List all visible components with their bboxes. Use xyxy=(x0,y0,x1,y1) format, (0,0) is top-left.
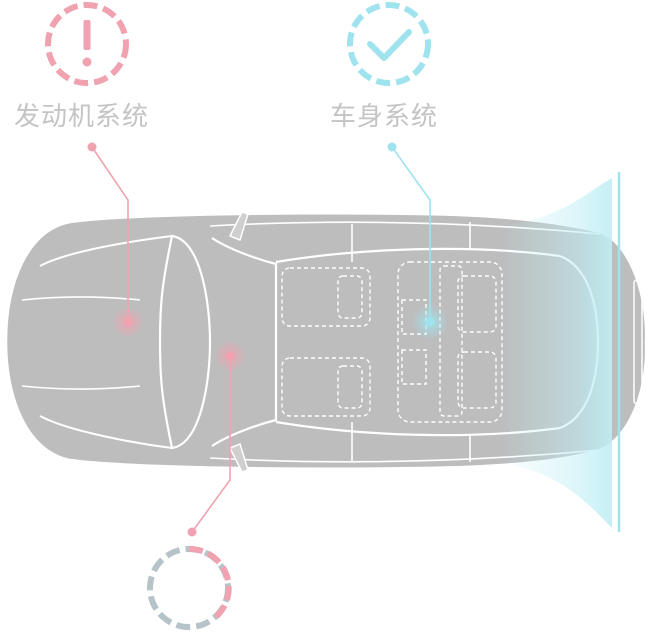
hood-line xyxy=(39,235,173,267)
scan-beam xyxy=(500,172,621,532)
body-hotspot[interactable] xyxy=(425,317,435,327)
checkmark-icon xyxy=(367,29,412,61)
body-leader-line xyxy=(391,146,431,322)
exclamation-icon xyxy=(83,20,91,50)
scan-glow xyxy=(500,178,612,528)
body-system-label: 车身系统 xyxy=(330,102,439,132)
third-status-indicator[interactable] xyxy=(147,545,232,630)
engine-status-indicator[interactable] xyxy=(45,2,129,86)
warning-ring-icon xyxy=(45,2,129,86)
third-anchor-dot xyxy=(187,527,197,537)
ok-ring-icon xyxy=(347,2,431,86)
third-leader xyxy=(187,340,246,537)
rear-light xyxy=(633,279,643,405)
seats xyxy=(281,261,503,423)
engine-leader xyxy=(87,142,144,338)
mirror-right xyxy=(228,443,249,473)
hood-line-lower xyxy=(39,415,173,449)
a-pillar-frame xyxy=(211,237,278,447)
third-leader-line xyxy=(191,356,231,533)
windshield xyxy=(158,234,212,450)
progress-ring-icon xyxy=(188,545,232,623)
body-leader xyxy=(387,142,448,340)
engine-system-label: 发动机系统 xyxy=(14,102,150,132)
engine-hotspot[interactable] xyxy=(123,317,133,327)
exclamation-dot xyxy=(82,57,92,67)
engine-leader-line xyxy=(91,146,129,322)
door-seam xyxy=(351,222,471,462)
mirror-left xyxy=(228,211,249,241)
body-status-indicator[interactable] xyxy=(347,2,431,86)
